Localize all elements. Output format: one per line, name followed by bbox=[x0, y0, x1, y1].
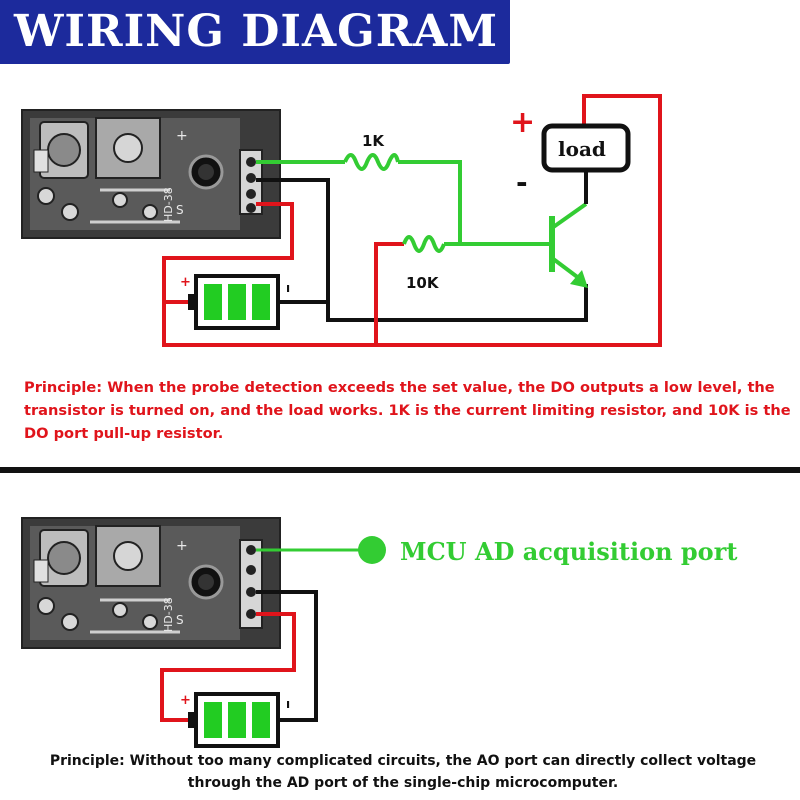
bottom-black-wire-gnd bbox=[256, 590, 318, 722]
section-divider bbox=[0, 467, 800, 473]
top-sensor-board: + S bbox=[21, 109, 281, 239]
top-battery-minus: ı bbox=[286, 281, 290, 295]
load-minus-sign: - bbox=[516, 166, 528, 199]
top-principle-text: Principle: When the probe detection exce… bbox=[24, 379, 791, 442]
top-red-wire-vcc bbox=[162, 94, 662, 347]
load-plus-sign: + bbox=[510, 105, 535, 140]
top-battery bbox=[188, 274, 280, 330]
load-box bbox=[541, 123, 631, 173]
bottom-wires bbox=[160, 548, 372, 722]
mcu-port-dot bbox=[358, 536, 386, 564]
resistor-1k-label: 1K bbox=[362, 132, 385, 150]
svg-text:+: + bbox=[176, 128, 188, 144]
header: WIRING DIAGRAM bbox=[0, 0, 800, 64]
bottom-battery-minus: ı bbox=[286, 697, 290, 711]
top-black-wire-gnd bbox=[256, 178, 588, 322]
bottom-sensor-board: + S bbox=[21, 517, 281, 649]
header-title: WIRING DIAGRAM bbox=[14, 6, 499, 57]
transistor-collector bbox=[550, 202, 588, 230]
top-black-wire-collector-load bbox=[584, 166, 588, 204]
bottom-red-wire-vcc bbox=[160, 612, 296, 722]
svg-text:S: S bbox=[176, 613, 184, 627]
bottom-battery bbox=[188, 692, 280, 748]
svg-text:S: S bbox=[176, 203, 184, 217]
bottom-battery-plus: + bbox=[180, 693, 191, 708]
top-board-label: HD-38 bbox=[162, 187, 175, 222]
load-label: load bbox=[558, 137, 606, 161]
resistor-1k bbox=[343, 153, 400, 171]
top-red-wire-10k bbox=[374, 242, 404, 345]
top-green-wire-1k-to-base bbox=[398, 160, 552, 246]
top-wires bbox=[162, 94, 662, 347]
resistor-10k bbox=[402, 235, 446, 253]
header-bar: WIRING DIAGRAM bbox=[0, 0, 510, 64]
resistor-10k-label: 10K bbox=[406, 274, 440, 292]
mcu-port-label: MCU AD acquisition port bbox=[400, 537, 737, 566]
transistor-emitter-arrow bbox=[570, 270, 588, 288]
bottom-principle-text: Principle: Without too many complicated … bbox=[49, 753, 757, 791]
svg-text:+: + bbox=[176, 538, 188, 554]
bottom-board-label: HD-38 bbox=[162, 597, 175, 632]
top-battery-plus: + bbox=[180, 275, 191, 290]
